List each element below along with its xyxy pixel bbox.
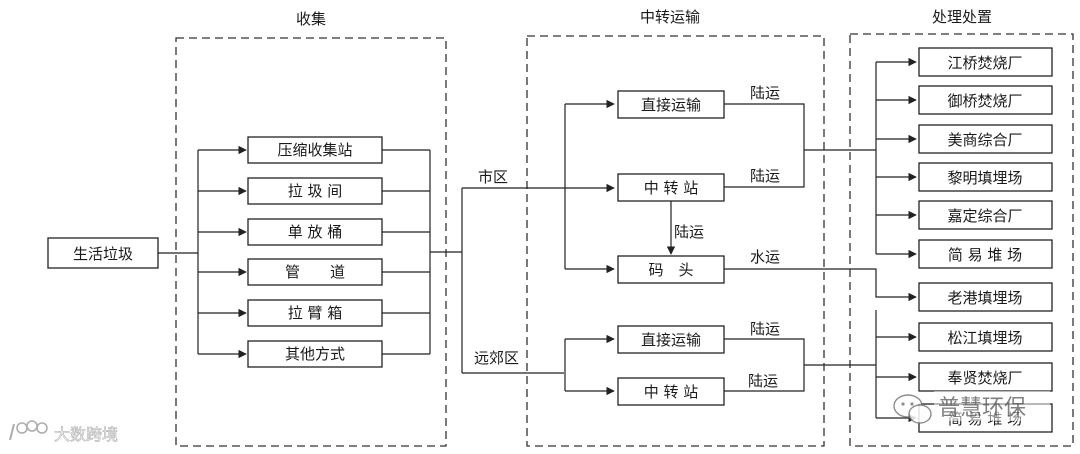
collect-section [175,37,447,447]
facility-box [918,362,1053,392]
facility-label: 江桥焚烧厂 [947,54,1022,72]
suburb-station-label: 中 转 站 [644,383,699,401]
facility-label: 黎明填埋场 [947,169,1022,187]
facility-label: 嘉定综合厂 [947,207,1022,225]
facility-box [918,200,1053,230]
facility-label: 松江填埋场 [947,329,1022,347]
facility-box [918,282,1053,312]
collection-label: 其他方式 [285,345,345,363]
area-label-urban: 市区 [478,168,508,186]
area-label-suburban: 远郊区 [474,349,519,367]
facility-box [918,239,1053,269]
source-label: 生活垃圾 [73,245,133,263]
collection-label: 单 放 桶 [288,223,343,241]
land-label-suburb-direct: 陆运 [750,320,780,338]
collection-label: 压缩收集站 [277,141,352,159]
urban-direct-box [617,90,725,119]
land-label-suburb-station: 陆运 [748,372,778,390]
wharf-label: 码 头 [648,261,693,279]
wechat-icon [893,394,932,424]
section-title-disposal: 处理处置 [932,8,992,26]
transfer-section [526,35,825,447]
facility-label: 奉贤焚烧厂 [947,369,1022,387]
section-title-collect: 收集 [296,10,326,28]
watermark-right: 普慧环保 [938,396,1026,421]
collection-label: 拉 臂 箱 [288,304,343,322]
collection-box [247,136,383,164]
suburb-direct-box [617,325,725,354]
facility-label: 美商综合厂 [947,131,1022,149]
logo-icon [9,420,48,441]
urban-station-box [617,173,725,202]
urban-station-label: 中 转 站 [644,179,699,197]
facility-label: 简 易 堆 场 [948,246,1022,264]
facility-box [918,85,1053,115]
disposal-facilities: 江桥焚烧厂 御桥焚烧厂 美商综合厂 黎明填埋场 嘉定综合厂 简 易 堆 场 老港… [918,47,1053,433]
collection-methods: 压缩收集站 拉 圾 间 单 放 桶 管 道 拉 臂 箱 其他方式 [247,136,383,368]
source-box [47,237,159,269]
facility-box [918,124,1053,154]
facility-box [918,162,1053,192]
water-label: 水运 [750,248,780,266]
facility-box [918,47,1053,77]
land-label-urban-station: 陆运 [750,167,780,185]
watermark-left: 大数跨境 [54,425,118,444]
suburb-station-box [617,377,725,406]
wharf-box [617,255,725,284]
bottom-left-watermark: 大数跨境 [9,420,118,444]
land-label-station-wharf: 陆运 [674,223,704,241]
facility-box [918,322,1053,352]
facility-label: 御桥焚烧厂 [947,92,1022,110]
water-route [724,268,917,302]
section-title-transfer: 中转运输 [640,8,700,26]
wechat-watermark: 普慧环保 [893,391,1050,424]
land-label-urban-direct: 陆运 [750,84,780,102]
urban-direct-label: 直接运输 [641,96,701,114]
facility-label: 老港填埋场 [947,289,1022,307]
suburb-direct-label: 直接运输 [641,331,701,349]
collection-label: 拉 圾 间 [288,182,343,200]
collection-label: 管 道 [285,263,345,281]
disposal-section [849,33,1074,447]
